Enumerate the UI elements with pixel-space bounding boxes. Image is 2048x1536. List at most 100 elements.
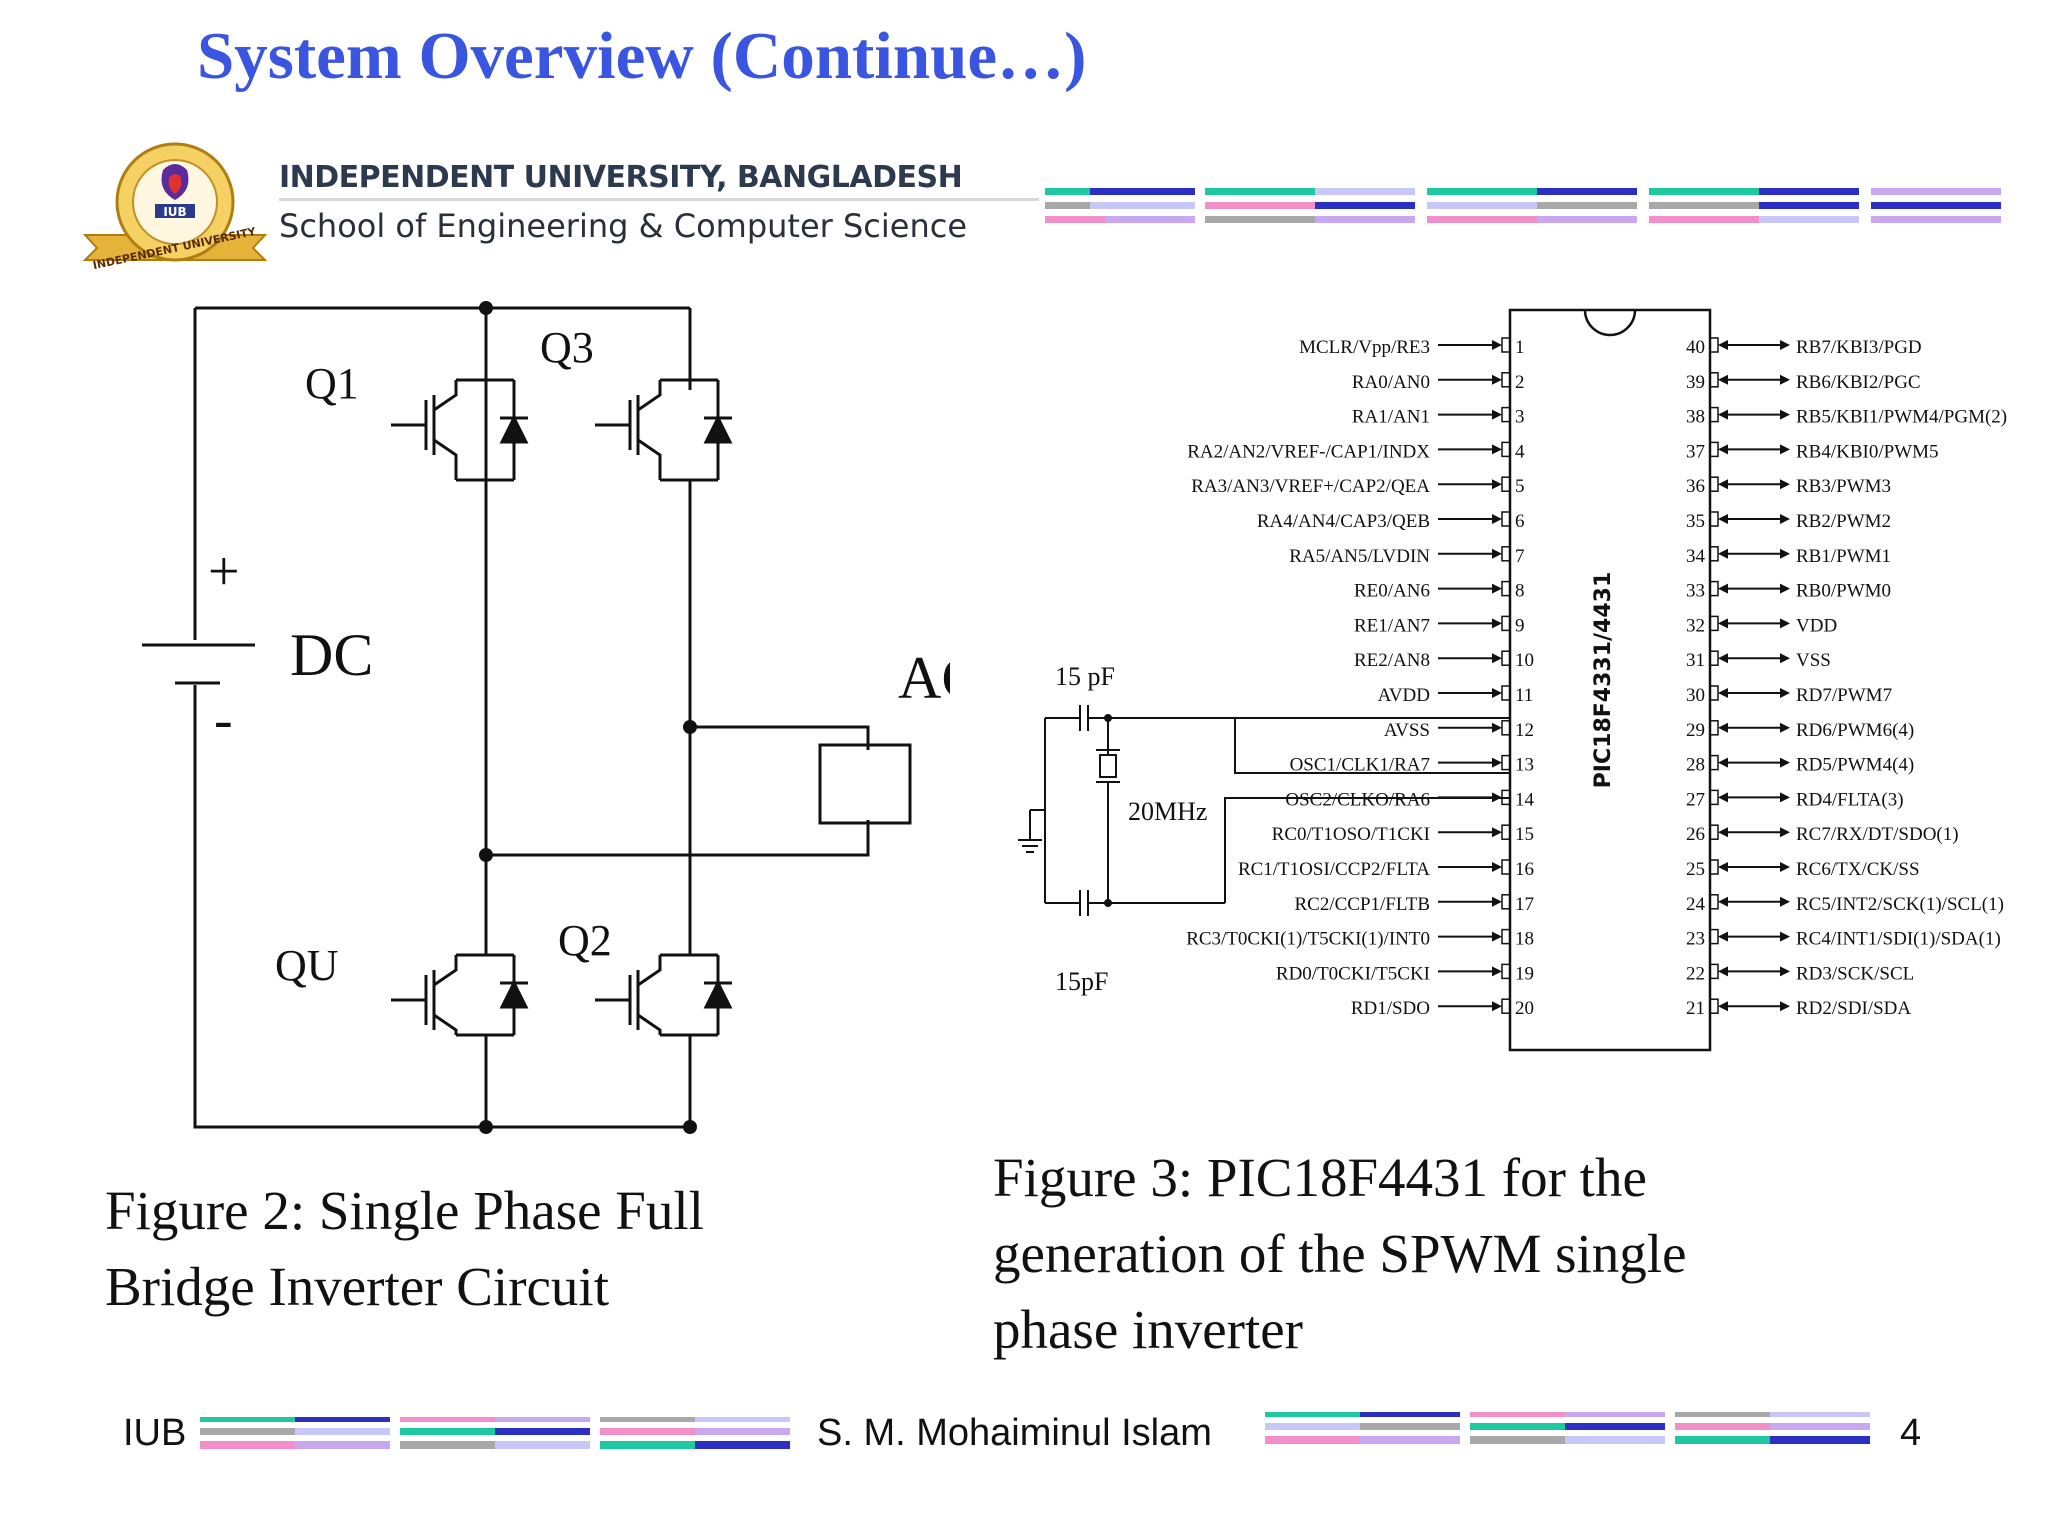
right-pin-number: 22 xyxy=(1686,963,1705,984)
left-pin-label: RA2/AN2/VREF-/CAP1/INDX xyxy=(1187,441,1430,462)
figure3-caption: Figure 3: PIC18F4431 for the generation … xyxy=(993,1140,1687,1368)
left-pin-box xyxy=(1501,580,1511,597)
right-pin-label: RB1/PWM1 xyxy=(1796,546,1891,567)
left-pin-label: RA0/AN0 xyxy=(1352,372,1430,393)
right-pin-arrow-out xyxy=(1780,896,1790,907)
right-pin-arrow-out xyxy=(1780,688,1790,698)
right-pin-arrow xyxy=(1718,548,1728,559)
q1-label: Q1 xyxy=(305,359,359,408)
left-pin-box xyxy=(1501,406,1511,423)
right-pin-arrow xyxy=(1718,514,1728,524)
cap-bottom-label: 15pF xyxy=(1055,967,1108,996)
left-pin-number: 17 xyxy=(1515,894,1534,915)
right-pin-label: RB3/PWM3 xyxy=(1796,476,1891,497)
right-pin-label: RB0/PWM0 xyxy=(1796,581,1891,602)
left-pin-box xyxy=(1501,615,1511,632)
left-pin-box xyxy=(1501,754,1511,771)
right-pin-arrow xyxy=(1718,896,1728,907)
right-pin-number: 30 xyxy=(1686,685,1705,706)
right-pin-box xyxy=(1709,615,1719,632)
left-pin-box xyxy=(1501,441,1511,458)
right-pin-number: 28 xyxy=(1686,755,1705,776)
left-pin-arrow xyxy=(1492,896,1502,907)
right-pin-number: 25 xyxy=(1686,859,1705,880)
footer-stripes-left xyxy=(200,1417,790,1449)
dc-label: DC xyxy=(290,622,373,688)
footer-stripes-right xyxy=(1265,1412,1870,1444)
page-number: 4 xyxy=(1900,1412,1922,1454)
left-pin-arrow xyxy=(1492,548,1502,559)
figure3-caption-line2: generation of the SPWM single xyxy=(993,1223,1687,1284)
right-pin-number: 23 xyxy=(1686,929,1705,950)
right-pin-arrow xyxy=(1718,931,1728,942)
left-pin-box xyxy=(1501,546,1511,562)
left-pin-arrow xyxy=(1492,479,1502,490)
right-pin-arrow xyxy=(1718,688,1728,698)
left-pin-label: OSC1/CLK1/RA7 xyxy=(1290,755,1430,776)
left-pin-label: RC1/T1OSI/CCP2/FLTA xyxy=(1238,859,1430,880)
right-pin-arrow xyxy=(1718,618,1728,629)
figure3-caption-line3: phase inverter xyxy=(993,1299,1303,1360)
left-pin-box xyxy=(1501,928,1511,945)
right-pin-arrow-out xyxy=(1780,757,1790,768)
right-pin-label: RC5/INT2/SCK(1)/SCL(1) xyxy=(1796,894,2004,915)
left-pin-arrow xyxy=(1492,757,1502,768)
left-pin-arrow xyxy=(1492,862,1502,872)
left-pin-arrow xyxy=(1492,444,1502,455)
left-pin-number: 19 xyxy=(1515,963,1534,984)
left-pin-arrow xyxy=(1492,618,1502,629)
left-pin-arrow xyxy=(1492,340,1502,350)
left-pin-arrow xyxy=(1492,1001,1502,1012)
left-pin-number: 9 xyxy=(1515,615,1525,636)
left-pin-number: 2 xyxy=(1515,372,1525,393)
left-pin-arrow xyxy=(1492,409,1502,420)
university-name: INDEPENDENT UNIVERSITY, BANGLADESH xyxy=(279,160,963,195)
figure3-caption-line1: Figure 3: PIC18F4431 for the xyxy=(993,1147,1647,1208)
stripe-group-3 xyxy=(1427,188,1637,223)
left-pin-number: 11 xyxy=(1515,685,1533,706)
right-pin-label: RD2/SDI/SDA xyxy=(1796,998,1911,1019)
left-pin-number: 1 xyxy=(1515,337,1525,358)
left-pin-number: 5 xyxy=(1515,476,1525,497)
left-pin-number: 14 xyxy=(1515,789,1535,810)
logo-text: IUB xyxy=(163,205,186,219)
left-pin-arrow xyxy=(1492,688,1502,698)
left-pin-number: 20 xyxy=(1515,998,1534,1019)
left-pin-label: MCLR/Vpp/RE3 xyxy=(1299,337,1430,358)
right-pin-arrow xyxy=(1718,1001,1728,1012)
left-pin-label: RD1/SDO xyxy=(1351,998,1430,1019)
right-pin-arrow xyxy=(1718,340,1728,350)
left-pin-arrow xyxy=(1492,966,1502,977)
left-pin-number: 3 xyxy=(1515,407,1525,428)
left-pin-number: 18 xyxy=(1515,929,1534,950)
right-pin-arrow-out xyxy=(1780,722,1790,733)
right-pin-number: 37 xyxy=(1686,441,1705,462)
crystal-label: 20MHz xyxy=(1128,797,1207,826)
stripe-group-1 xyxy=(1045,188,1195,223)
left-pin-box xyxy=(1501,894,1511,910)
right-pin-label: RD4/FLTA(3) xyxy=(1796,789,1904,810)
right-pin-number: 29 xyxy=(1686,720,1705,741)
left-pin-box xyxy=(1501,511,1511,527)
left-pin-label: RC2/CCP1/FLTB xyxy=(1294,894,1430,915)
right-pin-number: 36 xyxy=(1686,476,1705,497)
stripe-group-2 xyxy=(1205,188,1415,223)
right-pin-label: RC6/TX/CK/SS xyxy=(1796,859,1920,880)
right-pin-arrow-out xyxy=(1780,479,1790,490)
left-pin-arrow xyxy=(1492,514,1502,524)
figure2-caption-line2: Bridge Inverter Circuit xyxy=(105,1256,609,1317)
right-pin-arrow-out xyxy=(1780,827,1790,838)
left-pin-number: 4 xyxy=(1515,441,1525,462)
oscillator-circuit xyxy=(1018,705,1510,916)
right-pin-arrow-out xyxy=(1780,583,1790,594)
header-stripes xyxy=(1045,188,2001,223)
figure2-inverter-circuit: Q1 Q3 QU Q2 DC AC + - xyxy=(142,301,950,1134)
right-pin-label: RB2/PWM2 xyxy=(1796,511,1891,532)
right-pin-box xyxy=(1709,754,1719,771)
right-pin-arrow-out xyxy=(1780,653,1790,664)
left-pin-label: RC0/T1OSO/T1CKI xyxy=(1272,824,1430,845)
right-pin-arrow xyxy=(1718,583,1728,594)
left-pin-number: 16 xyxy=(1515,859,1534,880)
